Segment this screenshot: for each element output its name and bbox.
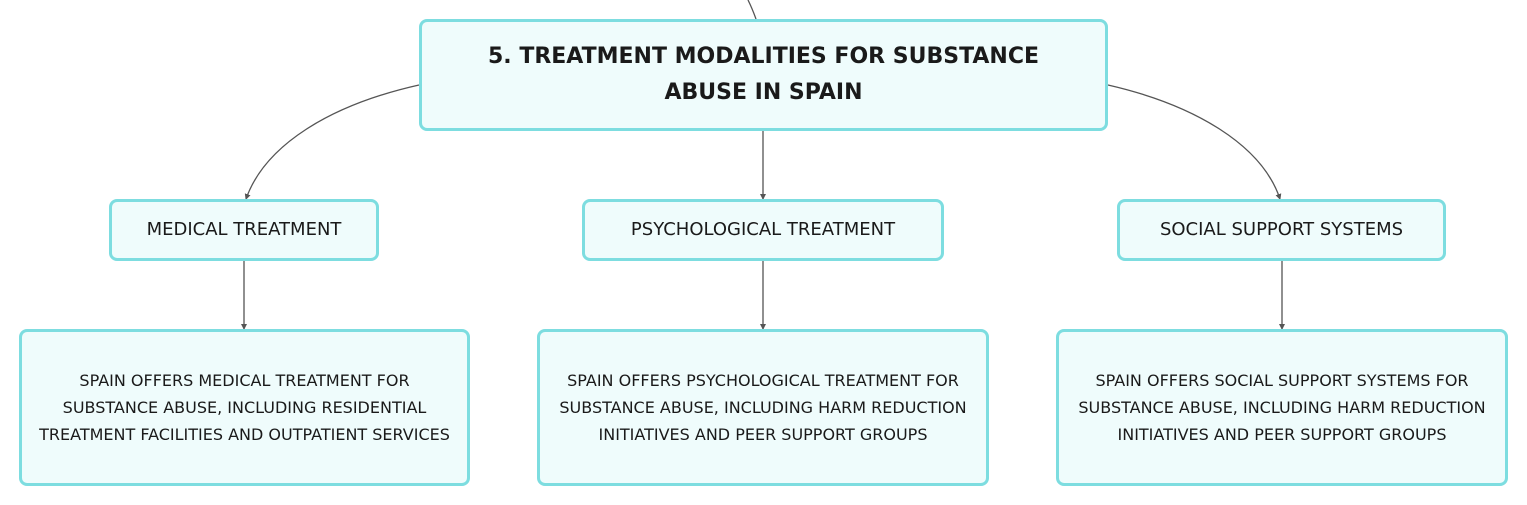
branch-node-medical-treatment[interactable]: MEDICAL TREATMENT	[109, 199, 379, 261]
branch-node-social-support-systems[interactable]: SOCIAL SUPPORT SYSTEMS	[1117, 199, 1446, 261]
root-topic-node[interactable]: 5. TREATMENT MODALITIES FOR SUBSTANCE AB…	[419, 19, 1108, 131]
detail-text-social-support-systems: SPAIN OFFERS SOCIAL SUPPORT SYSTEMS FOR …	[1078, 371, 1486, 444]
detail-text-medical-treatment: SPAIN OFFERS MEDICAL TREATMENT FOR SUBST…	[39, 371, 450, 444]
branch-label-social-support-systems: SOCIAL SUPPORT SYSTEMS	[1159, 219, 1404, 240]
connector-root-to-social	[1107, 84, 1282, 200]
connector-parent-to-root	[747, 0, 757, 20]
branch-label-psychological-treatment: PSYCHOLOGICAL TREATMENT	[630, 219, 896, 240]
detail-node-medical-treatment[interactable]: SPAIN OFFERS MEDICAL TREATMENT FOR SUBST…	[19, 329, 470, 486]
branch-label-medical-treatment: MEDICAL TREATMENT	[146, 219, 342, 240]
detail-node-psychological-treatment[interactable]: SPAIN OFFERS PSYCHOLOGICAL TREATMENT FOR…	[537, 329, 989, 486]
connector-root-to-medical	[244, 84, 420, 200]
root-topic-label: 5. TREATMENT MODALITIES FOR SUBSTANCE AB…	[488, 44, 1039, 105]
branch-node-psychological-treatment[interactable]: PSYCHOLOGICAL TREATMENT	[582, 199, 944, 261]
detail-node-social-support-systems[interactable]: SPAIN OFFERS SOCIAL SUPPORT SYSTEMS FOR …	[1056, 329, 1508, 486]
detail-text-psychological-treatment: SPAIN OFFERS PSYCHOLOGICAL TREATMENT FOR…	[559, 371, 967, 444]
